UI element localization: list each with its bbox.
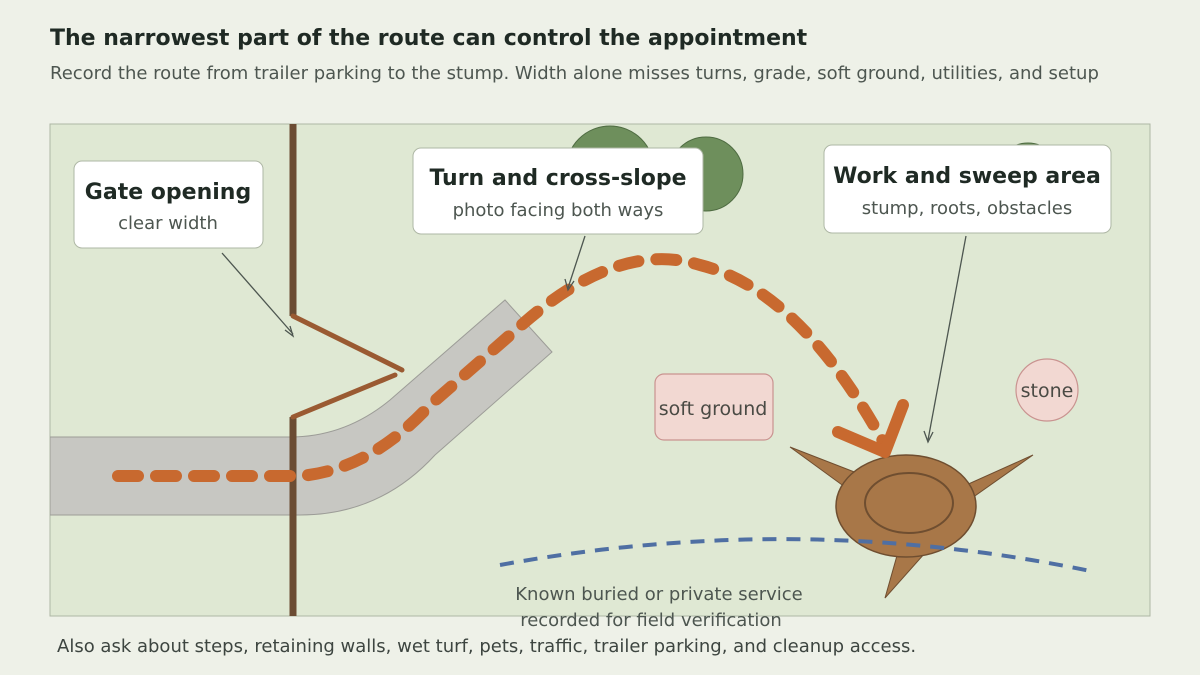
gate-leader-arrow xyxy=(284,325,295,338)
soft-ground-marker xyxy=(654,373,774,441)
footer-note: Also ask about steps, retaining walls, w… xyxy=(57,636,917,657)
utility-line xyxy=(499,537,1096,574)
driveway xyxy=(50,299,553,516)
stone-marker xyxy=(1015,358,1079,422)
page-title: The narrowest part of the route can cont… xyxy=(50,26,808,51)
work-leader-arrow xyxy=(923,430,934,444)
route-arrowhead xyxy=(832,399,909,458)
utility-label-line2: recorded for field verification xyxy=(520,610,782,631)
turn-leader-arrow xyxy=(564,278,575,292)
page-subtitle: Record the route from trailer parking to… xyxy=(50,63,1099,84)
gate-callout xyxy=(73,160,264,249)
work-callout-title: Work and sweep area xyxy=(833,164,1101,189)
work-leader xyxy=(927,235,967,441)
gate-callout-title: Gate opening xyxy=(85,180,251,205)
gate-callout-subtitle: clear width xyxy=(118,213,218,234)
gate-leader xyxy=(221,252,294,335)
turn-callout-title: Turn and cross-slope xyxy=(429,166,686,191)
gate-leaf xyxy=(290,313,405,373)
stump-top xyxy=(864,472,954,534)
work-callout xyxy=(823,144,1112,234)
stone-label: stone xyxy=(1021,380,1074,402)
turn-leader xyxy=(567,235,586,289)
turn-callout-subtitle: photo facing both ways xyxy=(453,200,664,221)
stump xyxy=(835,454,977,558)
gate-leaf xyxy=(290,372,398,420)
utility-label-line1: Known buried or private service xyxy=(515,584,803,605)
work-callout-subtitle: stump, roots, obstacles xyxy=(862,198,1072,219)
soft-ground-label: soft ground xyxy=(659,398,768,420)
route-path xyxy=(112,253,891,482)
turn-callout xyxy=(412,147,704,235)
